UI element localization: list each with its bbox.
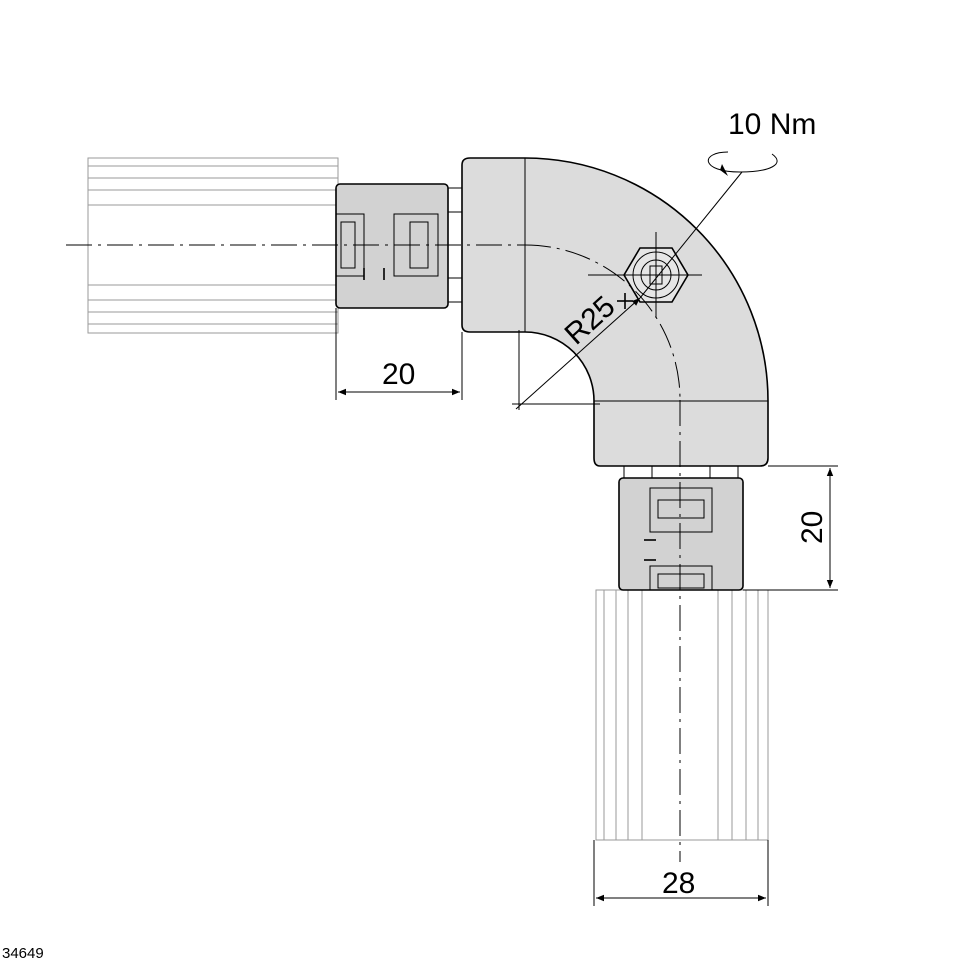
horizontal-coupler	[335, 183, 463, 309]
vertical-coupler	[618, 465, 744, 591]
radius-leader	[512, 171, 743, 410]
dimension-horizontal-coupler	[335, 308, 463, 400]
dimension-tube-width	[593, 840, 769, 906]
torque-symbol	[708, 151, 778, 176]
dimension-label-tube-width: 28	[662, 867, 695, 900]
torque-label: 10 Nm	[728, 108, 816, 141]
horizontal-tube	[87, 157, 339, 334]
dimension-label-horizontal: 20	[382, 358, 415, 391]
reference-number: 34649	[2, 945, 44, 962]
center-lines	[66, 244, 681, 862]
dimension-label-vertical: 20	[796, 511, 829, 544]
vertical-tube	[595, 589, 769, 841]
screw-nut	[588, 232, 702, 318]
dimension-vertical-coupler	[743, 465, 838, 591]
